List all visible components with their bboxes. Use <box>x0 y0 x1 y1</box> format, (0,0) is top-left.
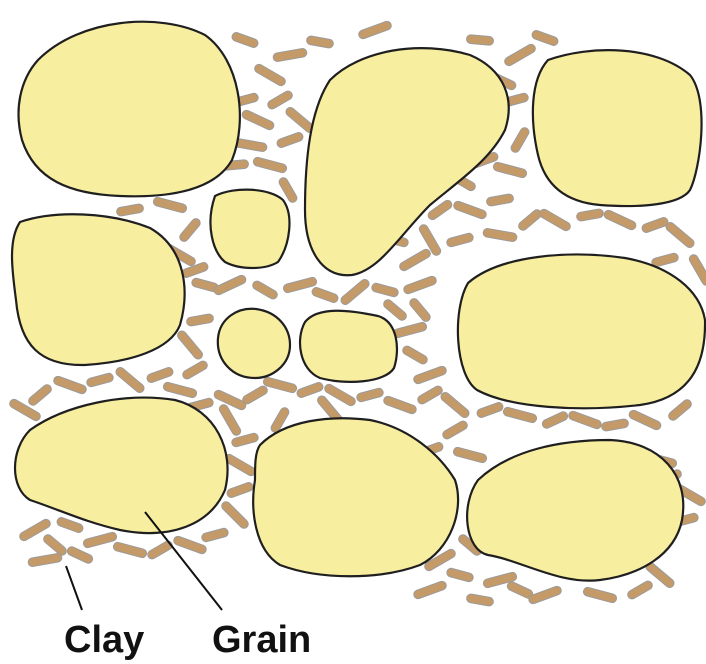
grain-top-left <box>19 22 240 197</box>
clay-particle <box>492 161 528 179</box>
clay-particle <box>465 593 494 607</box>
clay-particle <box>445 232 475 249</box>
grain-small-upper <box>210 190 289 268</box>
clay-particle <box>392 321 428 339</box>
clay-particle <box>537 207 572 233</box>
grain-small-round <box>218 309 290 378</box>
clay-particle <box>407 296 432 324</box>
clay-particle <box>440 419 469 441</box>
clay-particle <box>112 541 148 559</box>
clay-particle <box>240 384 269 406</box>
clay-particle <box>687 252 706 287</box>
clay-particle <box>145 366 175 385</box>
clay-particle <box>252 62 287 88</box>
clay-particle <box>625 579 654 601</box>
clay-particle <box>502 42 537 68</box>
grain-label: Grain <box>212 619 311 661</box>
clay-particle <box>200 527 230 544</box>
clay-particle <box>175 329 205 362</box>
clay-particle <box>65 545 94 566</box>
clay-particle <box>162 381 198 399</box>
clay-particle <box>177 216 202 244</box>
clay-particle <box>114 365 147 395</box>
clay-particle <box>250 279 279 301</box>
clay-particle <box>627 408 663 431</box>
clay-particle <box>475 401 505 420</box>
clay-particle <box>452 446 488 464</box>
clay-particle <box>516 207 544 232</box>
clay-particle <box>27 552 63 568</box>
grain-top-right <box>533 50 702 206</box>
clay-particle <box>412 365 448 386</box>
clay-particle <box>382 395 418 416</box>
clay-particle <box>180 359 209 381</box>
clay-particle <box>602 208 638 231</box>
clay-particle <box>530 29 560 48</box>
clay-label: Clay <box>64 619 144 661</box>
clay-particle <box>145 539 174 561</box>
grain-small-square <box>300 311 397 382</box>
clay-particle <box>466 34 495 46</box>
clay-particle <box>582 586 618 604</box>
clay-particle <box>567 410 603 431</box>
clay-particle <box>52 375 88 396</box>
clay-particle <box>225 481 255 500</box>
clay-particle <box>509 125 531 154</box>
clay-particle <box>370 282 400 299</box>
clay-particle <box>400 344 429 366</box>
grains <box>12 22 705 581</box>
clay-particle <box>527 585 563 606</box>
clay-particle <box>485 193 514 207</box>
clay-particle <box>82 531 118 549</box>
clay-particle <box>412 580 448 601</box>
clay-particle <box>397 247 432 273</box>
clay-particle <box>230 31 260 50</box>
clay-pointer-line <box>66 566 82 610</box>
clay-particle <box>275 131 305 150</box>
grain-bottom-left <box>15 398 228 533</box>
clay-particle <box>482 227 518 243</box>
clay-particle <box>26 382 54 407</box>
grain-bottom-right <box>467 440 683 581</box>
clay-particle <box>452 200 488 221</box>
grain-right-oval <box>458 255 705 409</box>
clay-particle <box>502 406 538 424</box>
clay-particle <box>305 35 334 49</box>
clay-particle <box>600 418 629 432</box>
clay-particle <box>219 499 251 531</box>
clay-particle <box>666 397 694 422</box>
clay-particle <box>640 216 670 235</box>
grain-bottom-center <box>253 418 458 576</box>
clay-particle <box>357 20 393 41</box>
clay-particle <box>310 286 340 305</box>
clay-particle <box>575 208 604 222</box>
clay-particle <box>115 203 144 217</box>
clay-particle <box>540 410 569 431</box>
clay-particle <box>85 372 115 389</box>
clay-particle <box>272 47 308 63</box>
clay-particle <box>152 196 188 214</box>
clay-particle <box>415 384 444 406</box>
clay-particle <box>402 275 438 296</box>
clay-particle <box>355 387 385 404</box>
clay-particle <box>445 567 475 584</box>
clay-particle <box>185 313 214 327</box>
clay-particle <box>439 390 472 420</box>
clay-particle <box>664 220 697 250</box>
clay-particle <box>240 108 276 131</box>
grain-left-middle <box>12 214 185 365</box>
clay-particle <box>252 156 288 174</box>
clay-particle <box>339 277 372 307</box>
